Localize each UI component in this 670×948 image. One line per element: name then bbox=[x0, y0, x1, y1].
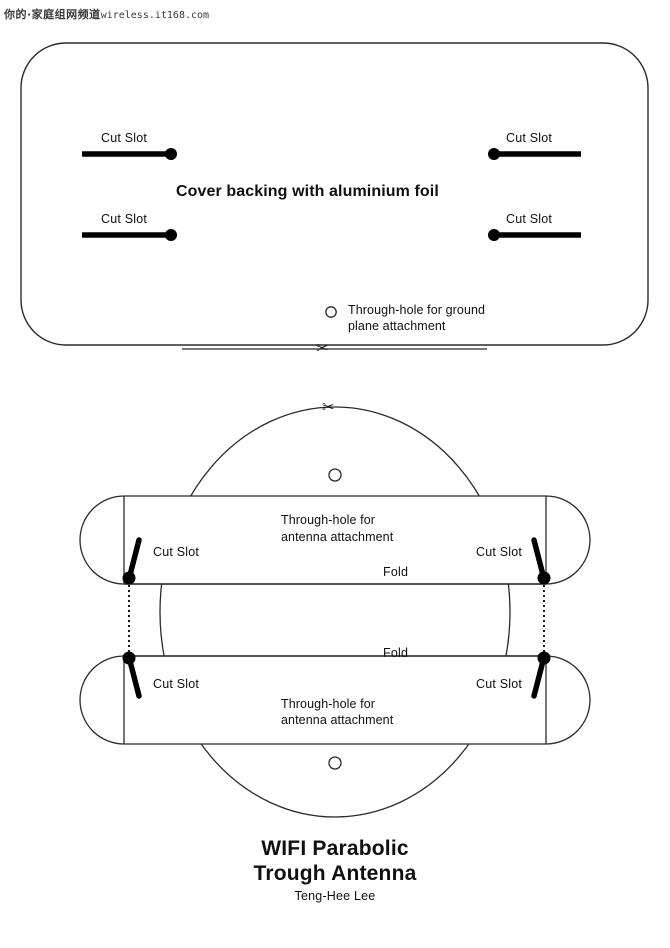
through-hole-antenna-upper bbox=[328, 468, 342, 482]
label-cut-slot-lower-right: Cut Slot bbox=[476, 677, 523, 691]
cut-slot-dot-lower-right bbox=[537, 651, 551, 665]
label-fold-upper: Fold bbox=[383, 565, 409, 579]
label-cut-slot-upper-right: Cut Slot bbox=[476, 545, 523, 559]
note-antenna-lower-line1: Through-hole for bbox=[281, 697, 376, 711]
cut-slot-mark-lower-right bbox=[531, 658, 546, 699]
label-cut-slot-bottom-right: Cut Slot bbox=[506, 212, 553, 226]
cut-slot-mark-lower-left bbox=[127, 658, 142, 699]
cut-slot-dot-top-right bbox=[488, 148, 500, 160]
note-antenna-lower-line2: antenna attachment bbox=[281, 713, 394, 727]
cut-slot-dot-bottom-right bbox=[488, 229, 500, 241]
title-line-1: WIFI Parabolic bbox=[261, 837, 409, 860]
cut-slot-dot-bottom-left bbox=[165, 229, 177, 241]
cut-slot-dot-lower-left bbox=[122, 651, 136, 665]
title-line-2: Trough Antenna bbox=[253, 862, 417, 885]
heading-cover-backing: Cover backing with aluminium foil bbox=[176, 183, 439, 200]
cut-slot-mark-upper-left bbox=[127, 537, 142, 578]
cut-slot-dot-top-left bbox=[165, 148, 177, 160]
cut-slot-mark-upper-right bbox=[531, 537, 546, 578]
note-through-hole-ground-line2: plane attachment bbox=[348, 319, 446, 333]
watermark-url: wireless.it168.com bbox=[100, 10, 210, 21]
label-cut-slot-top-left: Cut Slot bbox=[101, 131, 148, 145]
cut-slot-dot-upper-left bbox=[122, 571, 136, 585]
scissors-icon-ellipse-cut: ✂ bbox=[322, 398, 335, 416]
top-panel-outline bbox=[20, 42, 649, 346]
title-block: WIFI Parabolic Trough Antenna Teng-Hee L… bbox=[0, 836, 670, 906]
through-hole-antenna-lower bbox=[328, 756, 342, 770]
cut-slot-dot-upper-right bbox=[537, 571, 551, 585]
watermark: 你的·家庭组网频道wireless.it168.com bbox=[4, 6, 209, 22]
title-author: Teng-Hee Lee bbox=[294, 889, 376, 903]
label-cut-slot-upper-left: Cut Slot bbox=[153, 545, 200, 559]
label-cut-slot-lower-left: Cut Slot bbox=[153, 677, 200, 691]
label-cut-slot-top-right: Cut Slot bbox=[506, 131, 553, 145]
note-antenna-upper-line1: Through-hole for bbox=[281, 513, 376, 527]
label-cut-slot-bottom-left: Cut Slot bbox=[101, 212, 148, 226]
watermark-cn-text: 你的·家庭组网频道 bbox=[4, 8, 101, 21]
scissors-icon-straight-cut: ✂ bbox=[316, 339, 329, 357]
note-through-hole-ground-line1: Through-hole for ground bbox=[348, 303, 486, 317]
note-antenna-upper-line2: antenna attachment bbox=[281, 530, 394, 544]
label-fold-lower: Fold bbox=[383, 646, 409, 660]
through-hole-ground-plane bbox=[325, 306, 337, 318]
